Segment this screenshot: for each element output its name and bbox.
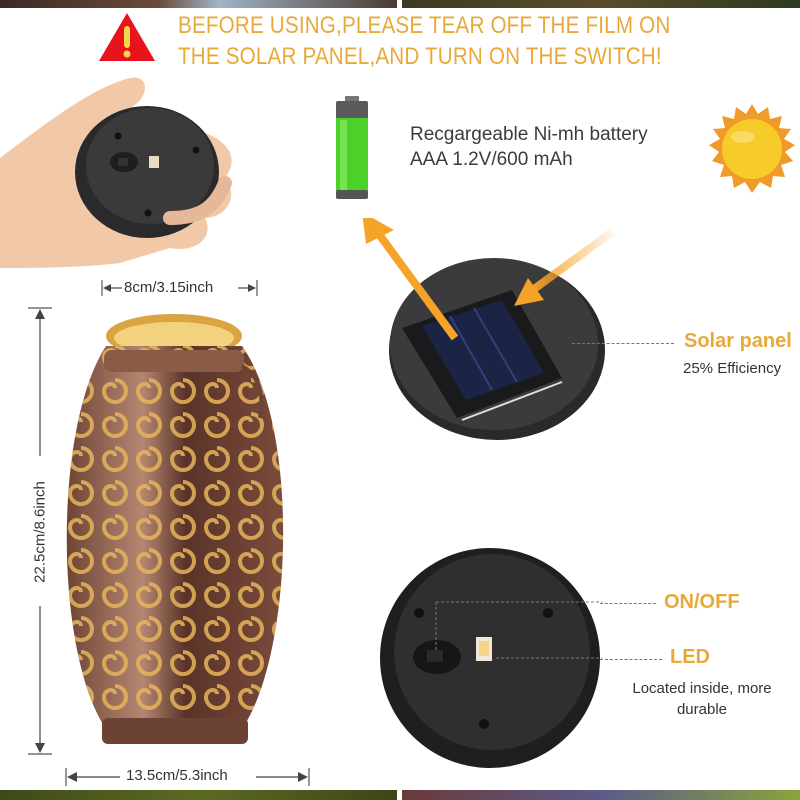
bottom-width-label: 13.5cm/5.3inch bbox=[126, 767, 228, 784]
solar-panel-leader-line bbox=[572, 343, 674, 344]
battery-icon bbox=[336, 96, 368, 199]
top-adjacent-images bbox=[0, 0, 800, 8]
battery-spec-line-1: Recgargeable Ni-mh battery bbox=[410, 124, 648, 145]
top-width-label: 8cm/3.15inch bbox=[124, 279, 214, 296]
warning-banner-text: BEFORE USING,PLEASE TEAR OFF THE FILM ON… bbox=[178, 10, 670, 72]
adjacent-image-left bbox=[0, 0, 397, 8]
battery-spec: Recgargeable Ni-mh battery AAA 1.2V/600 … bbox=[410, 122, 648, 172]
height-label: 22.5cm/8.6inch bbox=[31, 481, 49, 583]
warning-line-1: BEFORE USING,PLEASE TEAR OFF THE FILM ON bbox=[178, 12, 671, 39]
battery-spec-line-2: AAA 1.2V/600 mAh bbox=[410, 149, 573, 170]
dimension-arrow-vertical-icon bbox=[28, 307, 52, 755]
adjacent-image-right bbox=[402, 0, 800, 8]
switch-led-disc-image bbox=[380, 548, 602, 768]
led-description-line-1: Located inside, more bbox=[632, 680, 772, 697]
adjacent-image-left bbox=[0, 790, 397, 800]
solar-panel-title: Solar panel bbox=[684, 330, 792, 352]
led-description-line-2: durable bbox=[676, 701, 728, 718]
sun-icon bbox=[709, 104, 795, 193]
lantern-image bbox=[66, 314, 284, 744]
solar-panel-image bbox=[362, 218, 615, 440]
switch-title: ON/OFF bbox=[664, 591, 740, 613]
solar-panel-efficiency: 25% Efficiency bbox=[683, 360, 782, 377]
switch-leader-line bbox=[600, 603, 656, 604]
warning-line-2: THE SOLAR PANEL,AND TURN ON THE SWITCH! bbox=[178, 43, 662, 70]
dimension-arrow-icon bbox=[65, 768, 310, 786]
led-description: Located inside, more durable bbox=[612, 678, 792, 720]
hand-holding-light-image bbox=[0, 77, 232, 268]
warning-triangle-icon bbox=[99, 13, 155, 61]
adjacent-image-right bbox=[402, 790, 800, 800]
led-leader-line bbox=[600, 659, 662, 660]
led-title: LED bbox=[670, 646, 710, 668]
dimension-arrow-icon bbox=[101, 280, 258, 296]
bottom-adjacent-images bbox=[0, 790, 800, 800]
